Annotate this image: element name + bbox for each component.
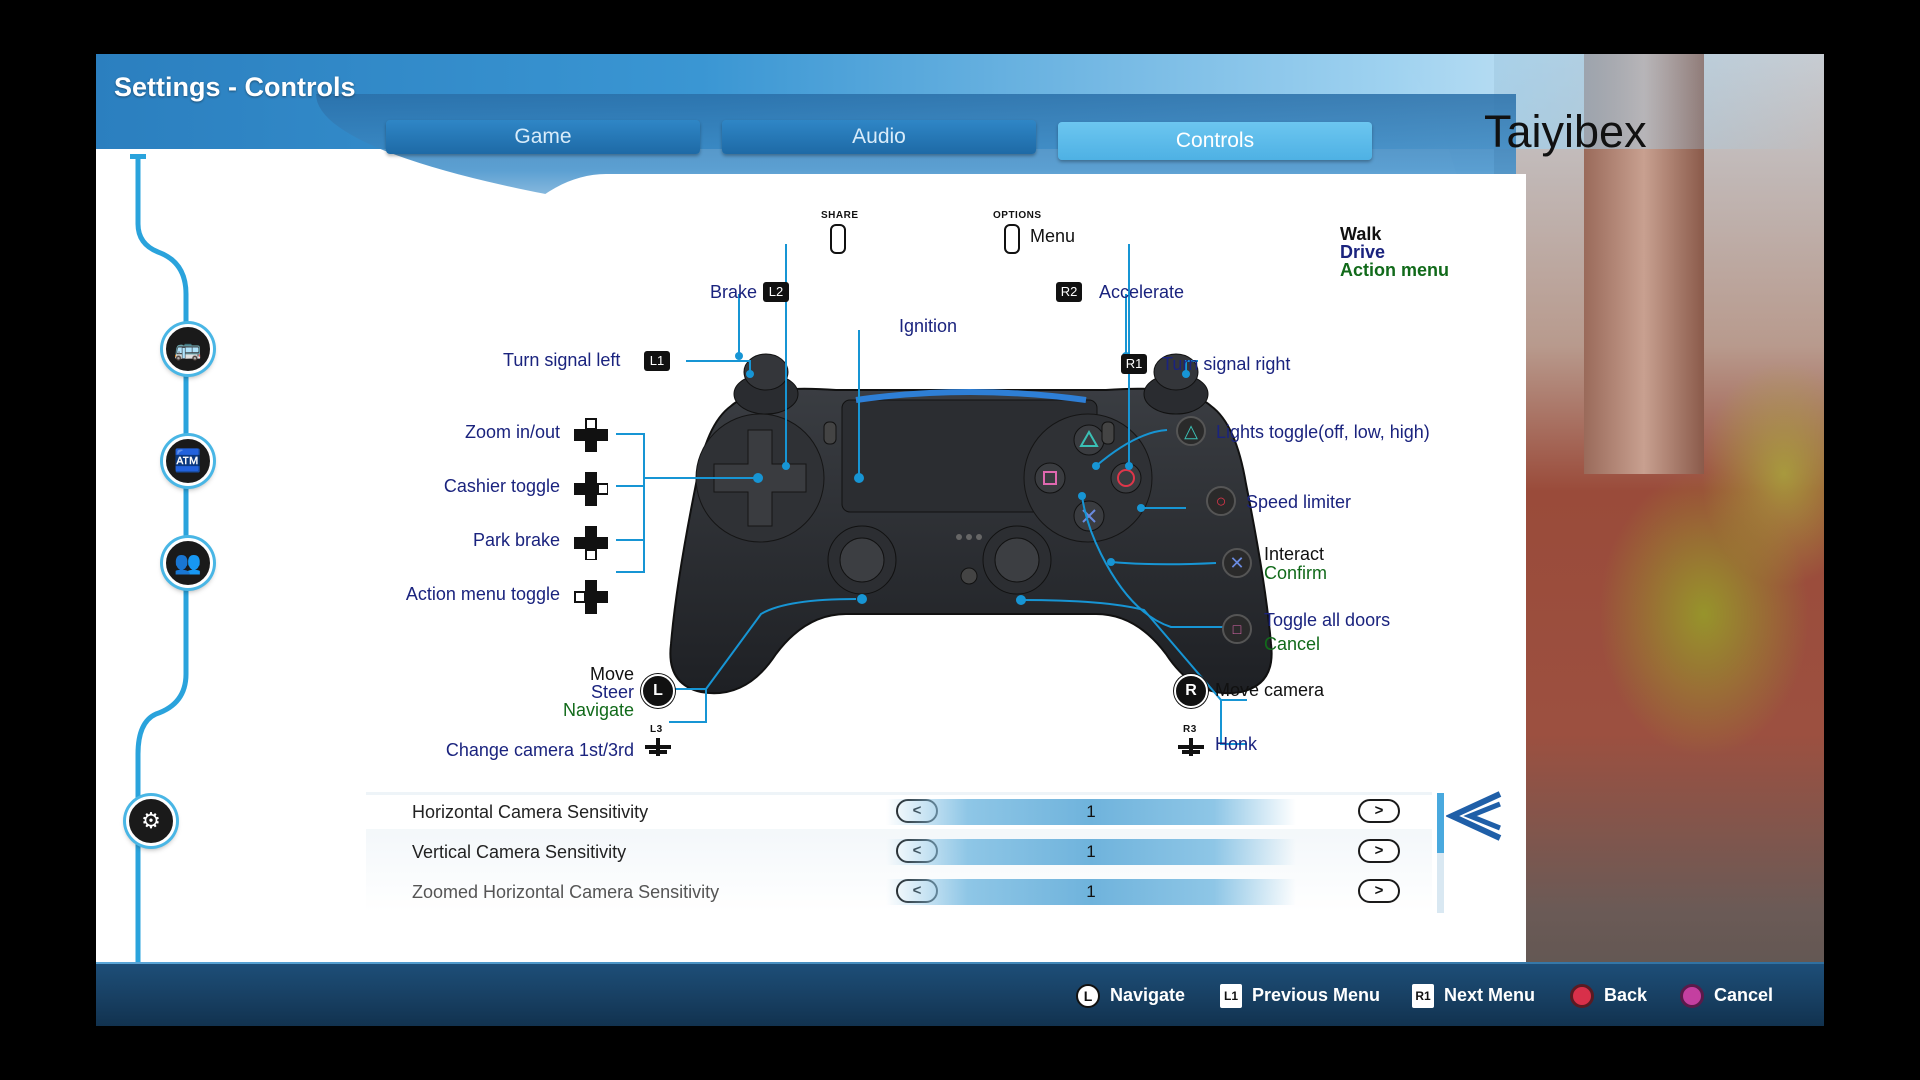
square-drive-label: Toggle all doors <box>1264 610 1391 630</box>
l1-badge: L1 <box>644 351 670 371</box>
value-slider[interactable]: 1 <box>886 799 1296 825</box>
hint-back[interactable]: Back <box>1570 984 1647 1008</box>
legend-action-menu: Action menu <box>1340 260 1450 280</box>
setting-value: 1 <box>1086 882 1096 901</box>
dpad-right-icon <box>574 472 608 506</box>
scroll-track[interactable] <box>1437 793 1444 913</box>
hint-back-label: Back <box>1604 984 1648 1005</box>
dpad-down-label: Park brake <box>472 530 560 550</box>
gear-icon[interactable]: ⚙ <box>126 796 176 846</box>
hint-cancel-label: Cancel <box>1714 984 1774 1005</box>
setting-value: 1 <box>1086 802 1096 821</box>
increase-button[interactable]: > <box>1358 879 1400 903</box>
selection-arrow-icon <box>1446 791 1502 841</box>
increase-button[interactable]: > <box>1358 839 1400 863</box>
controller-diagram <box>616 244 1273 745</box>
cross-action-label: Confirm <box>1264 563 1328 583</box>
page-title: Settings - Controls <box>114 72 356 102</box>
footer-bar <box>96 964 1824 1026</box>
r1-icon: R1 <box>1412 984 1434 1008</box>
setting-value: 1 <box>1086 842 1096 861</box>
hint-cancel[interactable]: Cancel <box>1680 984 1773 1008</box>
options-button-icon <box>1004 224 1020 254</box>
square-button-icon <box>1680 984 1704 1008</box>
increase-button[interactable]: > <box>1358 799 1400 823</box>
settings-list: Horizontal Camera Sensitivity < 1 > Vert… <box>366 795 1432 915</box>
menu-label: Menu <box>1030 226 1076 246</box>
triangle-icon: △ <box>1176 416 1206 446</box>
square-action-label: Cancel <box>1264 634 1321 654</box>
brand-logo: Taiyibex <box>1484 106 1647 157</box>
settings-row-horizontal-sensitivity[interactable]: Horizontal Camera Sensitivity < 1 > <box>366 795 1432 829</box>
hint-next-menu[interactable]: R1 Next Menu <box>1412 984 1535 1008</box>
circle-label: Speed limiter <box>1246 492 1352 512</box>
tab-controls[interactable]: Controls <box>1058 122 1372 160</box>
share-button-icon <box>830 224 846 254</box>
people-icon[interactable]: 👥 <box>163 538 213 588</box>
game-screen: Settings - Controls Game Audio Controls … <box>96 54 1824 1026</box>
left-stick-walk-label: Move <box>589 664 634 684</box>
scrollbar-thumb[interactable] <box>1437 793 1444 853</box>
settings-row-vertical-sensitivity[interactable]: Vertical Camera Sensitivity < 1 > <box>366 835 1432 869</box>
square-icon: □ <box>1222 614 1252 644</box>
share-caption: SHARE <box>821 210 859 221</box>
right-stick-icon: R <box>1174 674 1208 708</box>
dpad-up-label: Zoom in/out <box>464 422 560 442</box>
hint-navigate[interactable]: L Navigate <box>1076 984 1185 1008</box>
turn-right-label: Turn signal right <box>1162 354 1291 374</box>
legend-walk: Walk <box>1340 224 1382 244</box>
triangle-label: Lights toggle(off, low, high) <box>1216 422 1430 442</box>
hint-next-label: Next Menu <box>1444 984 1536 1005</box>
circle-icon: ○ <box>1206 486 1236 516</box>
settings-row-zoomed-horizontal-sensitivity[interactable]: Zoomed Horizontal Camera Sensitivity < 1… <box>366 875 1432 909</box>
cross-icon: ✕ <box>1222 548 1252 578</box>
r2-badge: R2 <box>1056 282 1082 302</box>
accelerate-label: Accelerate <box>1099 282 1185 302</box>
dpad-right-label: Cashier toggle <box>443 476 560 496</box>
left-stick-action-label: Navigate <box>562 700 634 720</box>
ticket-machine-icon[interactable]: 🏧 <box>163 436 213 486</box>
legend-drive: Drive <box>1340 242 1386 262</box>
dpad-left-icon <box>574 580 608 614</box>
right-stick-label: Move camera <box>1215 680 1325 700</box>
dpad-left-label: Action menu toggle <box>405 584 560 604</box>
r3-label: Honk <box>1215 734 1258 754</box>
hint-previous-menu[interactable]: L1 Previous Menu <box>1220 984 1380 1008</box>
r3-icon <box>1176 738 1206 756</box>
l3-label: Change camera 1st/3rd <box>445 740 634 760</box>
left-stick-drive-label: Steer <box>590 682 634 702</box>
dpad-down-icon <box>574 526 608 560</box>
cross-walk-label: Interact <box>1264 544 1325 564</box>
setting-label: Vertical Camera Sensitivity <box>412 842 627 862</box>
l2-badge: L2 <box>763 282 789 302</box>
setting-label: Zoomed Horizontal Camera Sensitivity <box>412 882 720 902</box>
circle-button-icon <box>1570 984 1594 1008</box>
tab-audio[interactable]: Audio <box>722 120 1036 154</box>
left-stick-icon: L <box>641 674 675 708</box>
hint-previous-label: Previous Menu <box>1252 984 1381 1005</box>
value-slider[interactable]: 1 <box>886 839 1296 865</box>
tab-game[interactable]: Game <box>386 120 700 154</box>
brake-label: Brake <box>710 282 758 302</box>
bus-icon[interactable]: 🚌 <box>163 324 213 374</box>
value-slider[interactable]: 1 <box>886 879 1296 905</box>
left-stick-icon: L <box>1076 984 1100 1008</box>
setting-label: Horizontal Camera Sensitivity <box>412 802 649 822</box>
l1-icon: L1 <box>1220 984 1242 1008</box>
ignition-label: Ignition <box>899 316 958 336</box>
r1-badge: R1 <box>1121 354 1147 374</box>
l3-caption: L3 <box>650 724 663 735</box>
options-caption: OPTIONS <box>993 210 1042 221</box>
dpad-up-icon <box>574 418 608 452</box>
r3-caption: R3 <box>1183 724 1197 735</box>
turn-left-label: Turn signal left <box>503 350 621 370</box>
l3-icon <box>643 738 673 756</box>
hint-navigate-label: Navigate <box>1110 984 1186 1005</box>
